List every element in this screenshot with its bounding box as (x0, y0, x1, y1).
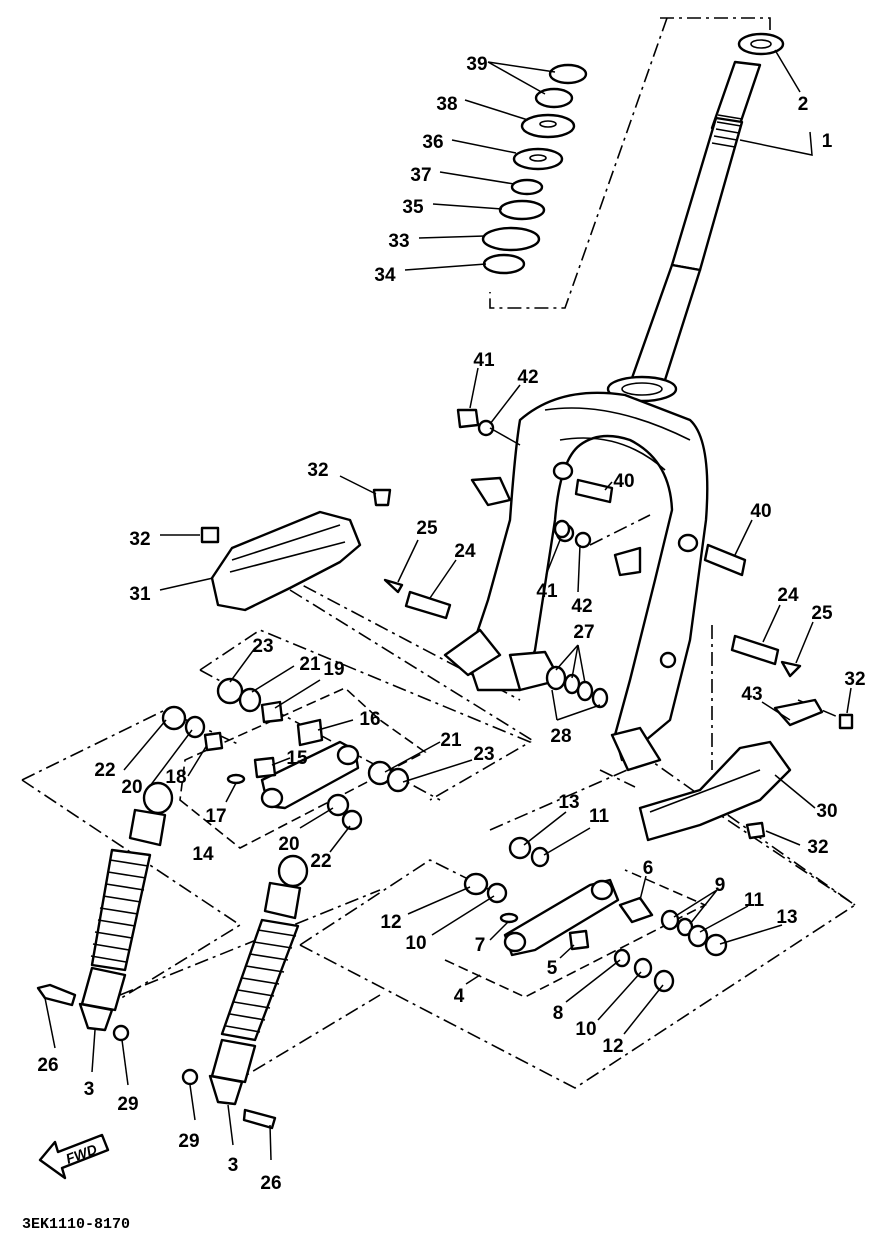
callout-c6: 6 (643, 858, 654, 879)
fwd-arrow: FWD (38, 1133, 110, 1180)
callout-c7: 7 (475, 935, 486, 956)
callout-c26b: 26 (260, 1173, 281, 1194)
callout-c19: 19 (323, 659, 344, 680)
callout-c29a: 29 (117, 1094, 138, 1115)
callout-c39: 39 (466, 54, 487, 75)
callout-c14: 14 (192, 844, 214, 865)
callout-c3a: 3 (84, 1079, 95, 1100)
callout-c2: 2 (798, 94, 809, 115)
callout-c34: 34 (374, 265, 396, 286)
callout-c40b: 40 (750, 501, 771, 522)
callout-c1: 1 (822, 131, 833, 152)
callout-c25b: 25 (811, 603, 833, 624)
callout-c37: 37 (410, 165, 431, 186)
callout-c32d: 32 (807, 837, 828, 858)
callout-c41a: 41 (473, 350, 495, 371)
callout-c27: 27 (573, 622, 594, 643)
callout-c17: 17 (205, 806, 226, 827)
link-arm-4 (463, 836, 728, 993)
callout-c18: 18 (165, 767, 186, 788)
callout-c30: 30 (816, 801, 837, 822)
callout-c12b: 12 (602, 1036, 623, 1057)
callout-c12a: 12 (380, 912, 401, 933)
fwd-label: FWD (64, 1141, 99, 1167)
callout-c40a: 40 (613, 471, 634, 492)
callout-c11b: 11 (744, 890, 765, 911)
link-arm-14 (161, 677, 410, 831)
steering-stem (606, 32, 785, 403)
fork-fasteners (200, 408, 854, 840)
callout-c26a: 26 (37, 1055, 58, 1076)
diagram-code: 3EK1110-8170 (22, 1216, 130, 1233)
callout-c13a: 13 (558, 792, 579, 813)
callout-c42a: 42 (517, 367, 538, 388)
callout-c16: 16 (359, 709, 380, 730)
callout-c10b: 10 (575, 1019, 596, 1040)
callout-c24b: 24 (777, 585, 799, 606)
callout-labels: 3938363735333421414240403232312524414224… (37, 54, 865, 1194)
callout-c3b: 3 (228, 1155, 239, 1176)
callout-c20b: 20 (278, 834, 299, 855)
callout-c33: 33 (388, 231, 409, 252)
callout-c28: 28 (550, 726, 571, 747)
callout-c23b: 23 (473, 744, 494, 765)
bearing-stack (481, 63, 588, 275)
callout-c21a: 21 (299, 654, 321, 675)
callout-c42b: 42 (571, 596, 592, 617)
callout-c22b: 22 (310, 851, 331, 872)
callout-c8: 8 (553, 1003, 564, 1024)
callout-c41b: 41 (536, 581, 558, 602)
callout-c43: 43 (741, 684, 762, 705)
shock-absorber-right (181, 854, 309, 1130)
callout-c15: 15 (286, 748, 308, 769)
callout-c38: 38 (436, 94, 457, 115)
callout-c35: 35 (402, 197, 424, 218)
callout-c29b: 29 (178, 1131, 199, 1152)
callout-c32a: 32 (307, 460, 328, 481)
callout-c32b: 32 (129, 529, 150, 550)
callout-c13b: 13 (776, 907, 797, 928)
callout-c23a: 23 (252, 636, 273, 657)
leader-lines (44, 49, 852, 1161)
callout-c10a: 10 (405, 933, 426, 954)
callout-c20a: 20 (121, 777, 142, 798)
front-fork (443, 391, 709, 772)
shock-absorber-left (36, 781, 174, 1042)
callout-c22a: 22 (94, 760, 115, 781)
callout-c11a: 11 (589, 806, 610, 827)
assembly-boxes (179, 687, 707, 998)
callout-c24a: 24 (454, 541, 476, 562)
callout-c32c: 32 (844, 669, 865, 690)
callout-c5: 5 (547, 958, 558, 979)
callout-c31: 31 (129, 584, 151, 605)
callout-c36: 36 (422, 132, 443, 153)
callout-c9: 9 (715, 875, 726, 896)
callout-c21b: 21 (440, 730, 462, 751)
callout-c4: 4 (454, 986, 465, 1007)
callout-c25a: 25 (416, 518, 438, 539)
